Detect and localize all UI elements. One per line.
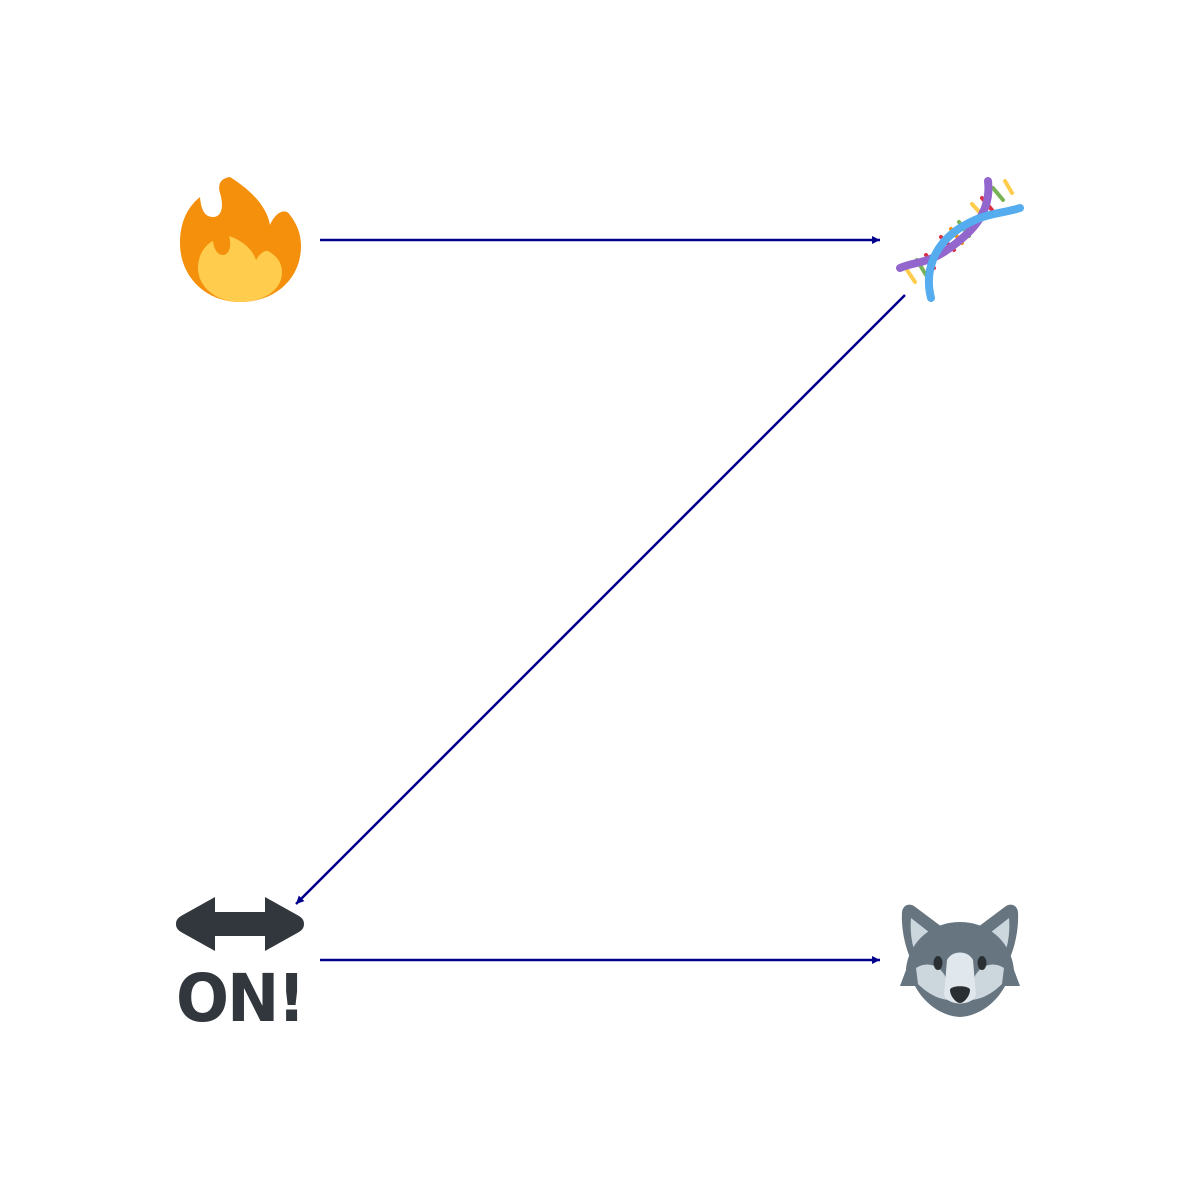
fire-icon (180, 177, 301, 302)
on-arrow-node: ON! (176, 897, 306, 1037)
double-arrow-icon (176, 897, 304, 951)
on-label: ON! (176, 960, 304, 1037)
edges (295, 236, 906, 964)
wolf-face-icon (900, 904, 1020, 1017)
dna-icon (896, 177, 1024, 302)
edge-dna-to-on-arrow (295, 294, 906, 905)
